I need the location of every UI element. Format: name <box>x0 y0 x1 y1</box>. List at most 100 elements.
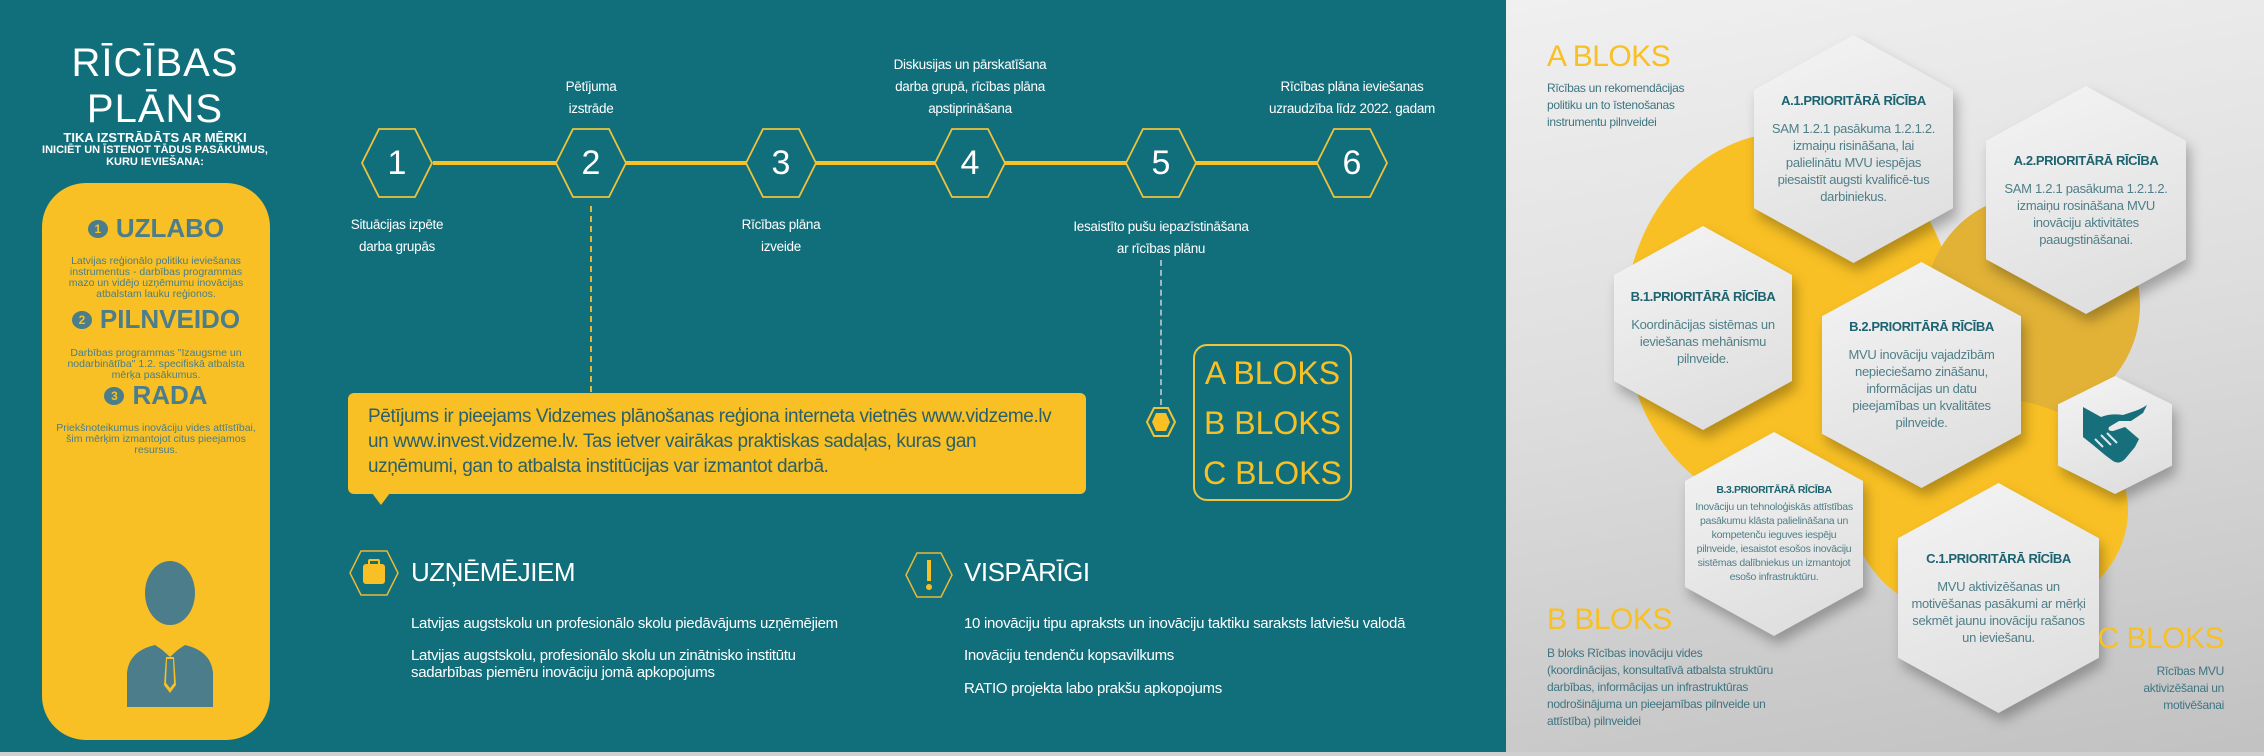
hex-text: MVU inovāciju vajadzībām nepieciešamo zi… <box>1848 347 1995 430</box>
step-number: 2 <box>581 144 601 182</box>
label-line: Situācijas izpēte <box>350 217 444 232</box>
business-title: UZŅĒMĒJIEM <box>411 557 576 587</box>
a-block-title: A BLOKS <box>1547 40 1671 73</box>
label-line: Diskusijas un pārskatīšana <box>893 57 1047 72</box>
goal-text: Latvijas reģionālo politiku ieviešanas i… <box>68 255 244 300</box>
block-label: A BLOKS <box>1204 355 1341 391</box>
a-block-desc: Rīcības un rekomendācijas politiku un to… <box>1547 80 1685 131</box>
subtitle: TIKA IZSTRĀDĀTS AR MĒRĶI INICIĒT UN ĪSTE… <box>20 130 290 168</box>
hex-text: SAM 1.2.1 pasākuma 1.2.1.2. izmaiņu risi… <box>1771 121 1936 204</box>
timeline-step-1: 1 <box>360 128 434 198</box>
callout-text: uzņēmumi, gan to atbalsta institūcijas v… <box>368 456 829 477</box>
label-line: izveide <box>761 239 801 254</box>
step-number: 4 <box>960 144 980 182</box>
step-number: 6 <box>1342 144 1362 182</box>
goals-card: 1 UZLABO Latvijas reģionālo politiku ievi… <box>42 183 270 740</box>
title-line: RĪCĪBAS <box>71 41 239 85</box>
b-block-desc: B bloks Rīcības inovāciju vides (koordin… <box>1547 645 1773 730</box>
business-item[interactable]: Latvijas augstskolu, profesionālo skolu … <box>411 647 796 664</box>
label-line: darba grupās <box>359 239 435 254</box>
briefcase-icon <box>349 550 399 596</box>
page-title: RĪCĪBAS PLĀNS <box>40 40 270 132</box>
desc-line: darbības, informācijas un infrastruktūra… <box>1547 680 1749 694</box>
goal-title: PILNVEIDO <box>99 304 241 334</box>
hex-title: C.1.PRIORITĀRĀ RĪCĪBA <box>1926 550 2071 566</box>
subtitle-line: INICIĒT UN ĪSTENOT TĀDUS PASĀKUMUS, <box>42 144 268 156</box>
hex-b2[interactable]: B.2.PRIORITĀRĀ RĪCĪBA MVU inovāciju vajad… <box>1822 262 2021 488</box>
label-line: uzraudzība līdz 2022. gadam <box>1268 101 1436 116</box>
desc-line: (koordinācijas, konsultatīvā atbalsta st… <box>1547 663 1774 677</box>
desc-line: aktivizēšanai un <box>2143 681 2224 695</box>
bottom-border <box>0 752 2264 756</box>
hex-handshake <box>2058 376 2172 494</box>
study-callout: Pētījums ir pieejams Vidzemes plānošanas… <box>348 393 1086 494</box>
number-badge: 3 <box>104 386 125 405</box>
hexagon-outline <box>933 128 1007 198</box>
hexagon-outline <box>554 128 628 198</box>
blocks-box: A BLOKS B BLOKS C BLOKS <box>1193 344 1352 501</box>
step-number: 5 <box>1151 144 1171 182</box>
business-item[interactable]: sadarbības piemēru inovāciju jomā apkopo… <box>411 664 715 681</box>
label-line: Rīcības plāna ieviešanas <box>1280 79 1424 94</box>
label-line: izstrāde <box>568 101 614 116</box>
hex-text: Inovāciju un tehnoloģiskās attīstības pa… <box>1695 501 1853 583</box>
step-label: Rīcības plāna izveide <box>661 214 901 258</box>
hexagon-outline <box>1124 128 1198 198</box>
subtitle-line: TIKA IZSTRĀDĀTS AR MĒRĶI <box>63 130 247 145</box>
callout-text: Pētījums ir pieejams Vidzemes plānošanas… <box>368 406 1052 427</box>
desc-line: instrumentu pilnveidei <box>1547 115 1657 129</box>
block-label: C BLOKS <box>1203 455 1342 491</box>
number-badge: 2 <box>71 310 92 329</box>
desc-line: politiku un to īstenošanas <box>1547 98 1675 112</box>
exclamation-icon <box>905 552 953 598</box>
subtitle-line: KURU IEVIEŠANA: <box>106 156 204 168</box>
hex-title: A.2.PRIORITĀRĀ RĪCĪBA <box>2013 152 2159 168</box>
dashed-connector <box>1160 260 1162 405</box>
hex-title: A.1.PRIORITĀRĀ RĪCĪBA <box>1781 93 1926 108</box>
goal-text: Priekšnoteikumus inovāciju vides attīstī… <box>56 422 256 456</box>
general-title: VISPĀRĪGI <box>964 557 1090 587</box>
hex-title: B.1.PRIORITĀRĀ RĪCĪBA <box>1630 289 1776 304</box>
goal-title: RADA <box>132 380 208 410</box>
general-item[interactable]: Inovāciju tendenču kopsavilkums <box>964 647 1174 664</box>
goal-text: Darbības programmas "Izaugsme un nodarbi… <box>67 347 245 381</box>
general-item[interactable]: 10 inovāciju tipu apraksts un inovāciju … <box>964 615 1406 632</box>
dashed-connector <box>590 206 592 392</box>
timeline-step-5: 5 <box>1124 128 1198 198</box>
desc-line: Rīcības un rekomendācijas <box>1547 81 1685 95</box>
step-number: 3 <box>771 144 791 182</box>
hexagon-outline <box>744 128 818 198</box>
label-line: Rīcības plāna <box>741 217 821 232</box>
goal-heading: 3 RADA <box>42 380 270 411</box>
desc-line: Rīcības MVU <box>2156 664 2225 678</box>
hexagon-outline <box>1315 128 1389 198</box>
step-label: Rīcības plāna ieviešanas uzraudzība līdz … <box>1232 76 1472 120</box>
timeline-step-3: 3 <box>744 128 818 198</box>
label-line: Pētījuma <box>565 79 617 94</box>
timeline-step-2: 2 <box>554 128 628 198</box>
hex-text: Koordinācijas sistēmas un ieviešanas meh… <box>1631 317 1775 366</box>
number-badge: 1 <box>87 219 108 238</box>
desc-line: attīstība) pilnveidei <box>1547 714 1641 728</box>
hex-b1[interactable]: B.1.PRIORITĀRĀ RĪCĪBA Koordinācijas sistē… <box>1614 226 1792 430</box>
timeline-line <box>433 161 1353 165</box>
timeline-step-6: 6 <box>1315 128 1389 198</box>
desc-line: nodrošinājuma un pieejamības pilnveide u… <box>1547 697 1766 711</box>
step-label: Situācijas izpēte darba grupās <box>277 214 517 258</box>
hex-text: MVU aktivizēšanas un motivēšanas pasākum… <box>1911 578 2086 645</box>
hex-title: B.2.PRIORITĀRĀ RĪCĪBA <box>1849 319 1994 334</box>
timeline-step-4: 4 <box>933 128 1007 198</box>
goal-title: UZLABO <box>115 213 225 243</box>
small-hexagon-icon <box>1145 407 1177 437</box>
step-number: 1 <box>387 144 407 182</box>
hex-a1[interactable]: A.1.PRIORITĀRĀ RĪCĪBA SAM 1.2.1 pasākuma … <box>1754 35 1953 263</box>
business-item[interactable]: Latvijas augstskolu un profesionālo skol… <box>411 615 838 632</box>
block-label: B BLOKS <box>1204 405 1341 441</box>
general-item[interactable]: RATIO projekta labo prakšu apkopojums <box>964 680 1222 697</box>
hex-c1[interactable]: C.1.PRIORITĀRĀ RĪCĪBA MVU aktivizēšanas u… <box>1898 483 2099 713</box>
b-block-title: B BLOKS <box>1547 603 1672 636</box>
